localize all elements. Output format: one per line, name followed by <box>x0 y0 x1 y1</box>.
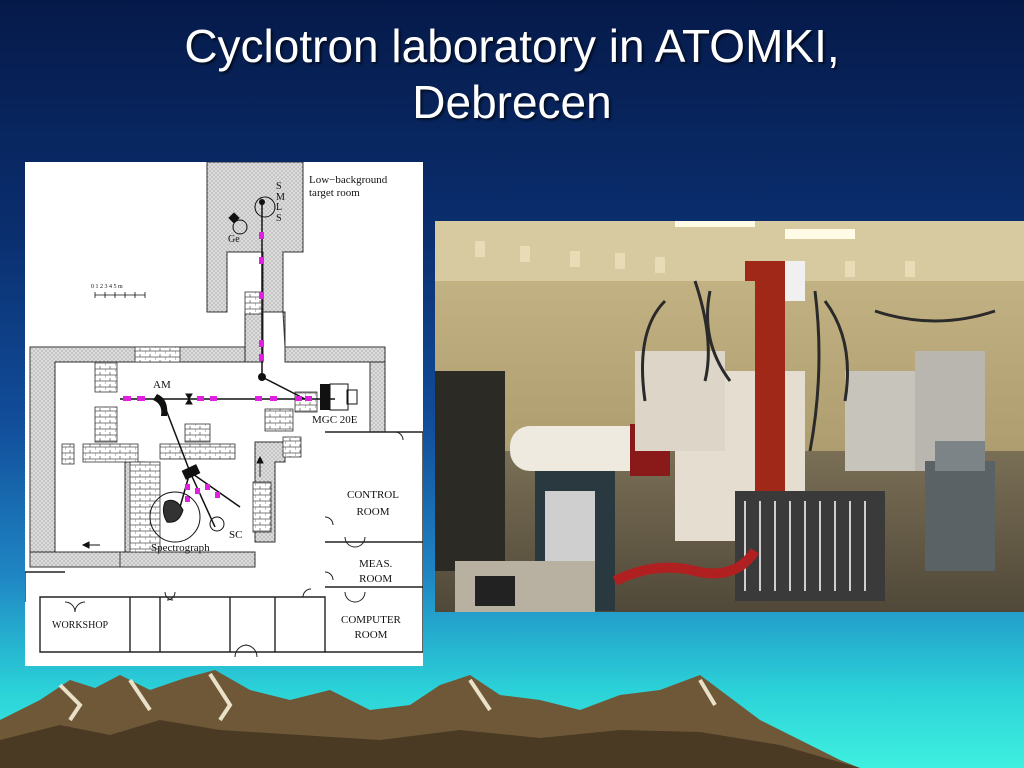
label-smls: S M L S <box>276 181 285 224</box>
label-meas-room-line1: MEAS. <box>359 558 393 570</box>
label-meas-room: MEAS. ROOM <box>359 558 392 585</box>
label-meas-room-line2: ROOM <box>359 572 393 585</box>
label-spectrograph: Spectrograph <box>151 542 210 554</box>
label-sc: SC <box>229 529 243 541</box>
slide-title: Cyclotron laboratory in ATOMKI, Debrecen <box>0 18 1024 130</box>
laboratory-floor-plan: Low−background target room S M L S Ge 0 … <box>25 162 423 666</box>
cyclotron-symbol <box>232 196 358 411</box>
title-line-1: Cyclotron laboratory in ATOMKI, <box>184 20 840 72</box>
scale-bar <box>94 292 146 298</box>
direction-arrows <box>81 393 264 549</box>
label-m: M <box>276 191 285 203</box>
label-mgc: MGC 20E <box>312 414 358 426</box>
label-low-background: Low−background target room <box>309 174 387 199</box>
label-computer-room-line1: COMPUTER <box>341 614 401 626</box>
photo-drawing <box>435 221 1024 612</box>
mountain-decoration <box>0 670 860 768</box>
label-am: AM <box>153 379 171 391</box>
title-line-2: Debrecen <box>412 76 612 129</box>
label-s1: S <box>276 181 282 192</box>
beamline-elements <box>123 232 312 502</box>
label-scale: 0 1 2 3 4 5 m <box>91 284 123 290</box>
label-control-room-line2: ROOM <box>356 505 390 518</box>
cyclotron-hall-photo <box>435 221 1024 612</box>
label-computer-room-line2: ROOM <box>354 628 388 641</box>
label-low-background-line2: target room <box>309 186 360 199</box>
spectrograph-symbol <box>149 491 225 543</box>
label-control-room-line1: CONTROL <box>347 489 399 501</box>
shield-walls <box>29 162 386 568</box>
label-computer-room: COMPUTER ROOM <box>341 614 401 641</box>
label-l: L <box>276 202 283 213</box>
label-control-room: CONTROL ROOM <box>347 489 399 518</box>
brick-blocks <box>61 291 318 553</box>
label-s2: S <box>276 212 282 224</box>
door-arcs <box>64 431 404 658</box>
room-outlines <box>25 431 423 653</box>
floor-plan-drawing <box>25 162 423 658</box>
label-low-background-line1: Low−background <box>309 174 388 186</box>
label-workshop: WORKSHOP <box>52 620 109 631</box>
label-ge: Ge <box>228 234 240 245</box>
